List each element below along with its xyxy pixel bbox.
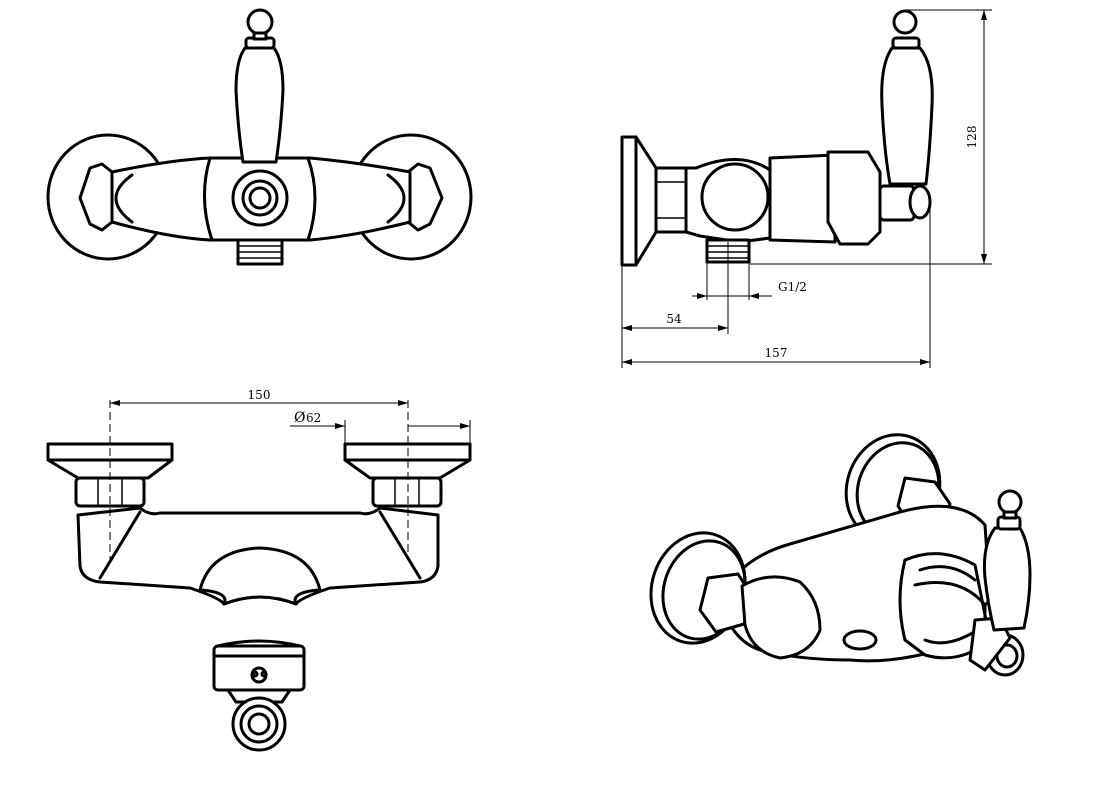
front-right-nut [406,162,444,232]
side-hex-nut [654,166,688,234]
iso-outlet [842,629,878,651]
iso-lever-handle [983,526,1032,632]
dim-depth-54: 54 [666,312,682,326]
side-lever-knob [892,9,918,35]
side-view: 128 G1/2 54 157 [620,9,992,368]
top-view: 150 Ø 62 [46,388,472,752]
side-valve [826,150,882,246]
front-view [46,8,473,266]
dim-depth-157: 157 [765,346,788,360]
side-body [768,153,837,244]
dim-diameter-62: 62 [306,411,321,425]
dim-centers-150: 150 [248,388,271,402]
outlet-detail-neck [226,688,292,704]
front-lever-knob [246,8,274,36]
side-stem-end [908,184,932,220]
side-wall-plate [620,135,638,267]
iso-lever-knob [997,489,1023,515]
dim-height-128: 128 [965,126,979,149]
dim-thread-g12: G1/2 [778,280,807,294]
dim-diameter-symbol: Ø [294,410,305,426]
front-left-nut [78,162,114,232]
iso-valve [898,552,992,660]
isometric-view [649,433,1032,677]
side-lever-handle [880,46,934,186]
front-lever-handle [234,46,285,164]
top-right-nut [371,476,443,508]
